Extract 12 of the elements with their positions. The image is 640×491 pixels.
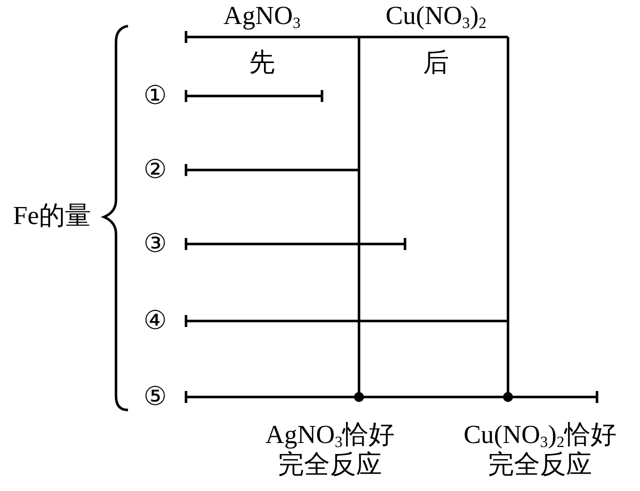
row-number: ② xyxy=(144,155,166,185)
row-number: ④ xyxy=(144,306,166,336)
row-number: ① xyxy=(144,81,166,111)
point-caption: Cu(NO$_{3}$)$_{2}$恰好完全反应 xyxy=(462,420,618,480)
order-label: 后 xyxy=(423,48,449,78)
formula-label: AgNO$_{3}$ xyxy=(223,1,301,31)
axis-label: Fe的量 xyxy=(13,201,91,231)
row-number: ⑤ xyxy=(144,382,166,412)
point-caption: AgNO$_{3}$恰好完全反应 xyxy=(264,420,396,480)
order-label: 先 xyxy=(249,48,275,78)
formula-label: Cu(NO$_{3}$)$_{2}$ xyxy=(386,1,486,31)
row-number: ③ xyxy=(144,229,166,259)
